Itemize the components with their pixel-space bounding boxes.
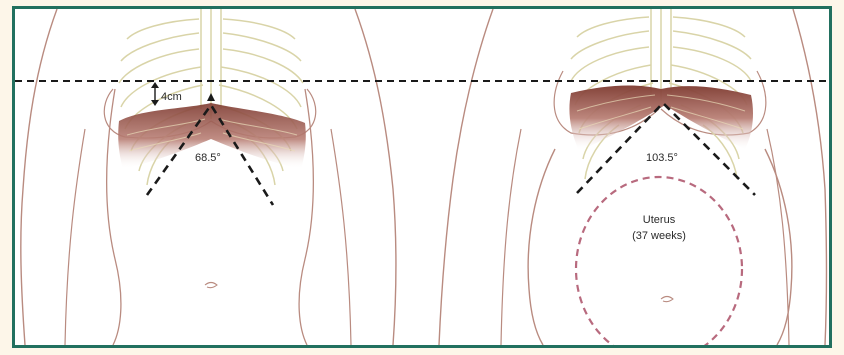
distance-label: 4cm xyxy=(161,91,182,103)
uterus-outline xyxy=(576,177,742,345)
right-body xyxy=(439,9,827,345)
figure-frame: 4cm 68.5° xyxy=(12,6,832,348)
left-navel xyxy=(205,283,217,288)
pregnant-right-arm-outline xyxy=(793,9,827,345)
pregnant-left-inner-arm-outline xyxy=(501,129,521,345)
uterus-label-line2: (37 weeks) xyxy=(632,230,686,242)
right-arm-outline xyxy=(355,9,396,345)
uterus-label-line1: Uterus xyxy=(643,214,676,226)
left-angle-label: 68.5° xyxy=(195,152,221,164)
left-body xyxy=(21,9,396,345)
pregnant-belly-left-outline xyxy=(528,149,555,345)
left-arm-outline xyxy=(21,9,57,345)
left-apex-marker xyxy=(207,93,215,101)
left-inner-arm-outline xyxy=(65,129,85,345)
pregnant-navel xyxy=(661,297,673,302)
right-angle-label: 103.5° xyxy=(646,152,678,164)
pregnant-belly-right-outline xyxy=(765,149,792,345)
pregnant-left-arm-outline xyxy=(439,9,493,345)
right-inner-arm-outline xyxy=(331,129,351,345)
right-diaphragm xyxy=(569,86,753,151)
